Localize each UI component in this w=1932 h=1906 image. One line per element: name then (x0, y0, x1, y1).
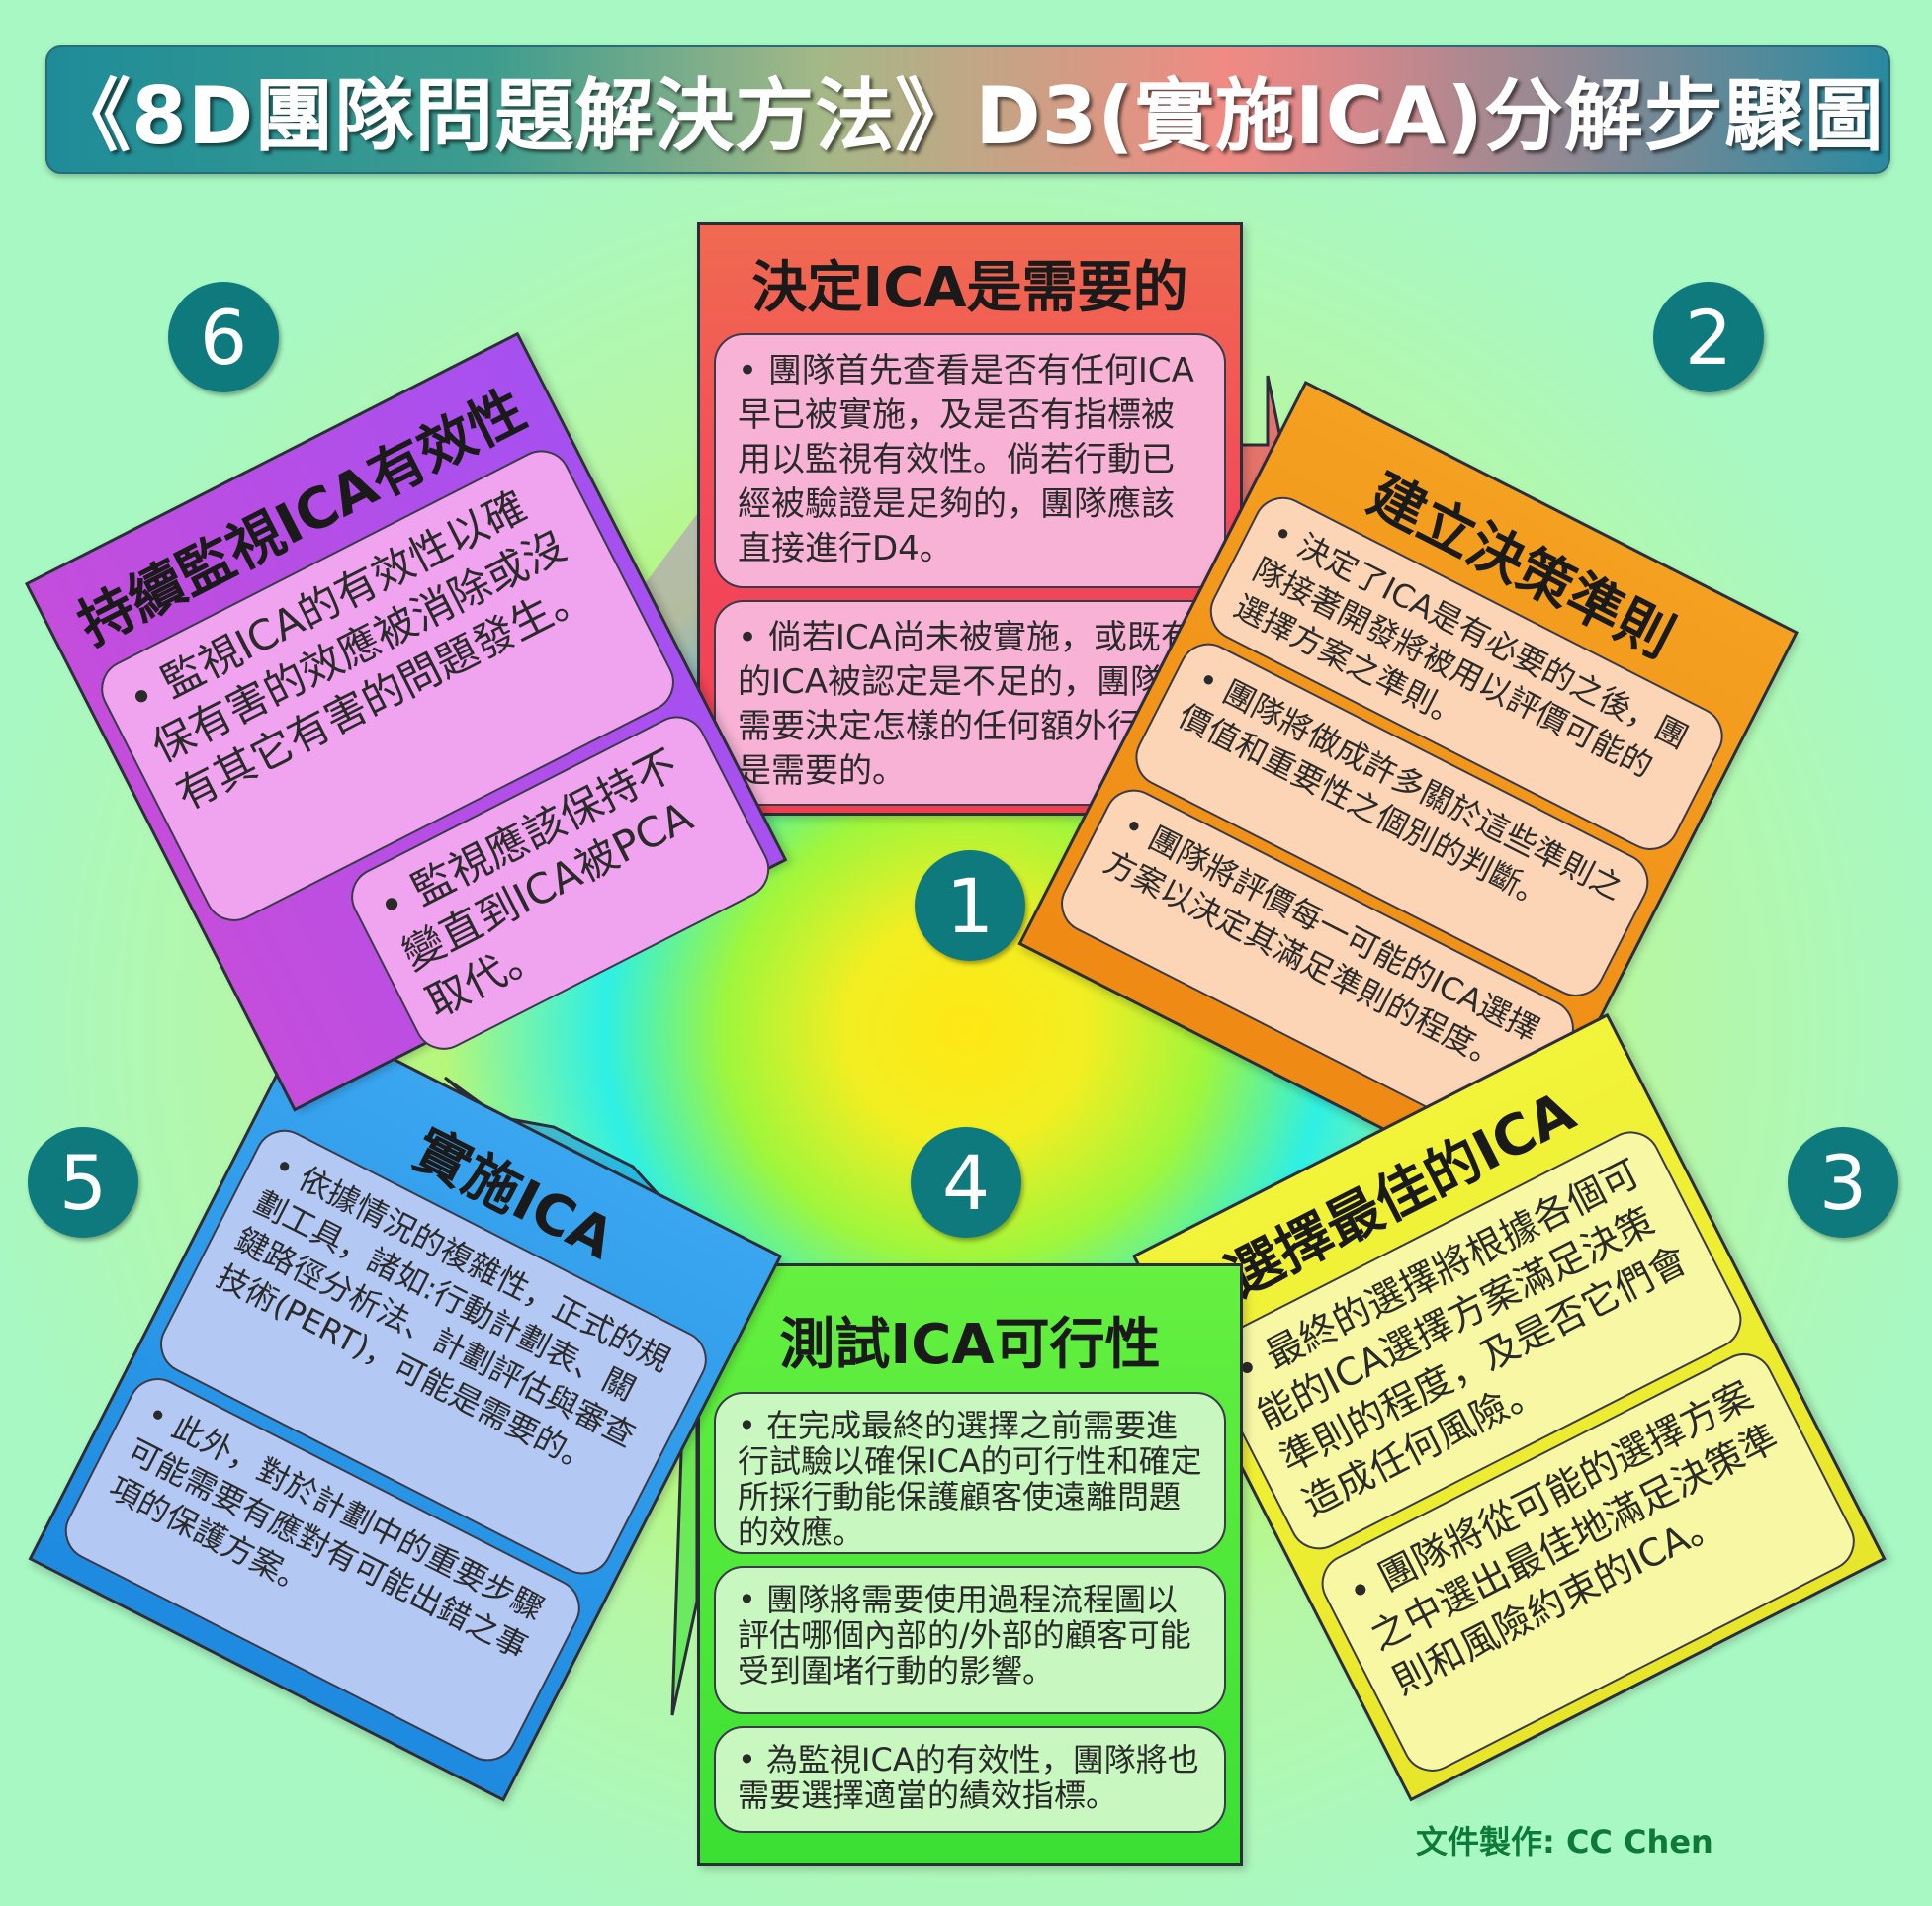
step-4-bullet-1: 在完成最終的選擇之前需要進行試驗以確保ICA的可行性和確定所採行動能保護顧客使遠… (714, 1392, 1226, 1554)
step-4-bullet-3: 為監視ICA的有效性，團隊將也需要選擇適當的績效指標。 (714, 1726, 1226, 1833)
step-4-bullet-2: 團隊將需要使用過程流程圖以評估哪個內部的/外部的顧客可能受到圍堵行動的影響。 (714, 1566, 1226, 1714)
step-3-number-badge: 3 (1788, 1127, 1898, 1238)
step-4-title: 測試ICA可行性 (779, 1313, 1161, 1377)
step-1-title: 決定ICA是需要的 (751, 256, 1188, 320)
step-1-bullet-1: 團隊首先查看是否有任何ICA早已被實施，及是否有指標被用以監視有效性。倘若行動已… (714, 333, 1226, 588)
step-4-panel: 測試ICA可行性 在完成最終的選擇之前需要進行試驗以確保ICA的可行性和確定所採… (697, 1263, 1243, 1866)
step-1-panel: 決定ICA是需要的 團隊首先查看是否有任何ICA早已被實施，及是否有指標被用以監… (697, 222, 1243, 816)
step-1-number-badge: 1 (915, 850, 1025, 961)
title-banner: 《8D團隊問題解決方法》D3(實施ICA)分解步驟圖 (45, 45, 1890, 174)
step-5-number-badge: 5 (28, 1127, 138, 1238)
step-4-number-badge: 4 (911, 1127, 1021, 1238)
step-6-number-badge: 6 (168, 282, 279, 392)
step-2-number-badge: 2 (1653, 282, 1764, 392)
page-title: 《8D團隊問題解決方法》D3(實施ICA)分解步驟圖 (51, 70, 1885, 162)
author-credit: 文件製作: CC Chen (1416, 1823, 1713, 1861)
